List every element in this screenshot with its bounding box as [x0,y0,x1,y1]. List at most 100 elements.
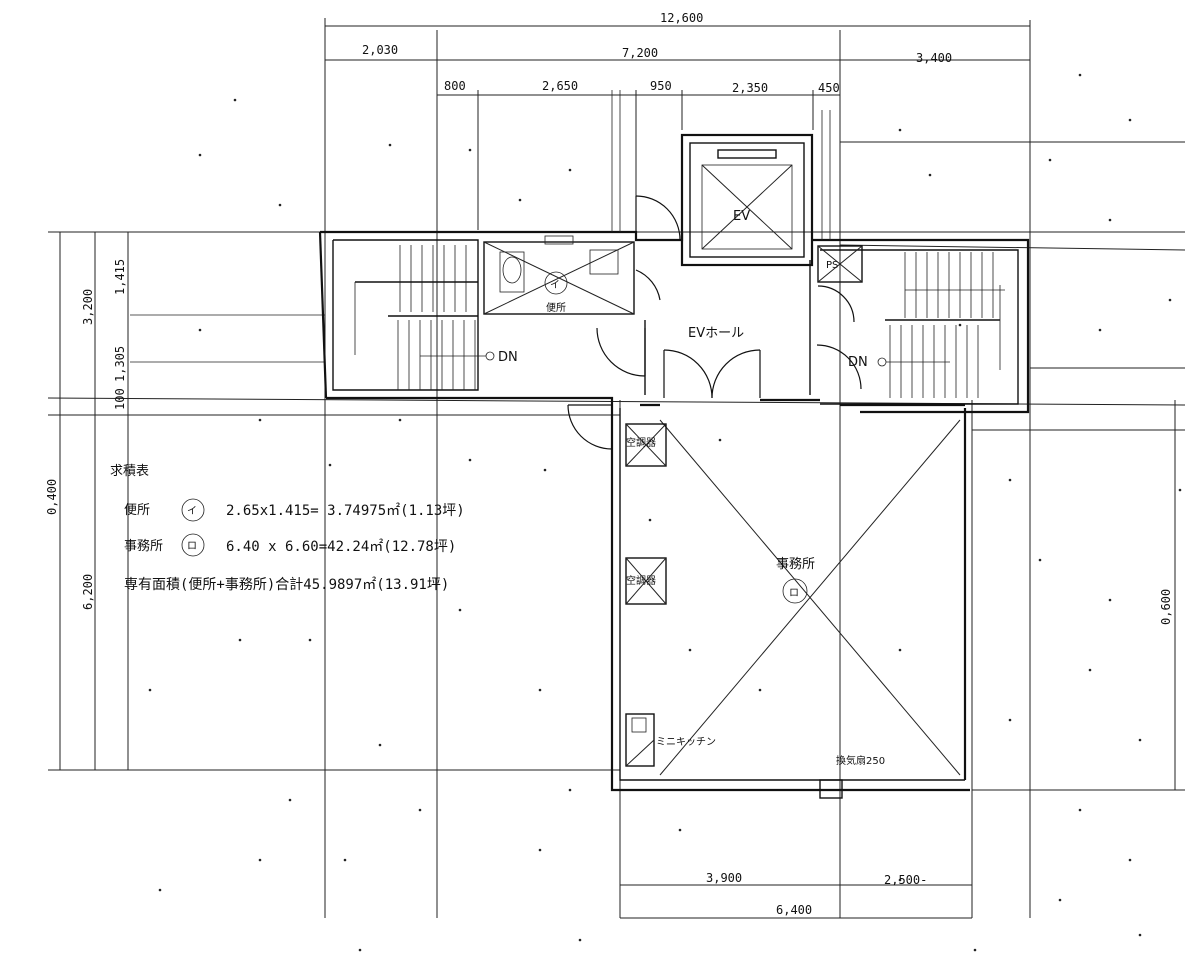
doors [567,195,862,450]
dim-right-total: 0,600 [1159,589,1173,625]
kitchen-label: ミニキッチン [656,736,716,748]
scan-specks [148,73,1182,952]
dim-left-inner-b: 1,305 [113,346,127,382]
ps-mid-label: 空調器 [626,574,656,587]
toilet-mark-circle [544,271,568,295]
scan-speck [198,328,202,332]
area-row2-mark-circle [181,533,205,557]
stair-right-dn-marker [877,357,887,367]
dim-row2-e: 450 [818,81,840,95]
room-labels: EV EVホール DN DN イ 便所 事務所 ロ 空調器 空調器 PS ミニキ… [420,209,950,767]
scan-speck [1138,933,1142,937]
scan-speck [158,888,162,892]
scan-speck [468,458,472,462]
scan-speck [518,198,522,202]
ps-right-label: PS [826,260,838,271]
scan-speck [258,418,262,422]
scan-speck [468,148,472,152]
scan-speck [343,858,347,862]
scan-speck [1038,558,1042,562]
vent-label: 換気扇250 [836,754,885,767]
scan-speck [973,948,977,952]
dim-left-inner-a: 1,415 [113,259,127,295]
scan-speck [538,688,542,692]
scan-speck [148,688,152,692]
scan-speck [1128,858,1132,862]
office-mark-circle [782,578,808,604]
scan-speck [1008,718,1012,722]
scan-speck [1168,298,1172,302]
toilet-label: 便所 [546,301,566,314]
scan-speck [678,828,682,832]
scan-speck [388,143,392,147]
grid-lines [47,18,1186,919]
area-total: 専有面積(便所+事務所)合計45.9897㎡(13.91坪) [124,577,449,593]
area-row1-name: 便所 [124,503,150,518]
ps-top-label: 空調器 [626,436,656,449]
scan-speck [568,168,572,172]
scan-speck [1108,218,1112,222]
area-row1-formula: 2.65x1.415= 3.74975㎡(1.13坪) [226,503,465,519]
scan-speck [898,648,902,652]
scan-speck [1098,328,1102,332]
scan-speck [278,203,282,207]
office-label: 事務所 [776,557,815,572]
area-row2-formula: 6.40 x 6.60=42.24㎡(12.78坪) [226,539,456,555]
scan-speck [1128,118,1132,122]
dim-bottom-a: 3,900 [706,871,742,885]
scan-speck [1088,668,1092,672]
room-ev-label: EV [733,209,750,224]
dim-left-outer-mid: 0,400 [45,479,59,515]
stair-right [885,252,1005,398]
scan-speck [1058,898,1062,902]
scan-speck [458,608,462,612]
scan-speck [308,638,312,642]
scan-speck [1008,478,1012,482]
dim-left-outer-bottom: 6,200 [81,574,95,610]
scan-speck [198,153,202,157]
scan-speck [898,128,902,132]
building-walls [318,90,1030,799]
dim-left-outer-top: 3,200 [81,289,95,325]
stair-left-dn-label: DN [498,350,518,365]
office-mark: ロ [789,588,799,599]
dim-top-left: 2,030 [362,43,398,57]
scan-speck [538,848,542,852]
scan-speck [1138,738,1142,742]
scan-speck [398,418,402,422]
dim-row2-a: 800 [444,79,466,93]
dim-left-inner-c: 100 [113,388,127,410]
dimension-labels: 12,600 2,030 7,200 3,400 800 2,650 950 2… [45,11,1173,917]
toilet-mark: イ [550,280,560,291]
dim-top-total: 12,600 [660,11,703,25]
dim-row2-c: 950 [650,79,672,93]
scan-speck [358,948,362,952]
scan-speck [288,798,292,802]
scan-speck [1078,73,1082,77]
area-table: 求積表 便所 イ 2.65x1.415= 3.74975㎡(1.13坪) 事務所… [110,464,465,593]
area-table-heading: 求積表 [110,464,149,479]
stair-right-dn-label: DN [848,355,868,370]
scan-speck [233,98,237,102]
scan-speck [328,463,332,467]
dim-bottom-total: 6,400 [776,903,812,917]
dim-top-mid: 7,200 [622,46,658,60]
scan-speck [958,323,962,327]
scan-speck [578,938,582,942]
area-row2-mark: ロ [187,541,197,552]
area-row1-mark: イ [187,506,197,517]
scan-speck [898,878,902,882]
scan-speck [1108,598,1112,602]
stair-left-dn-marker [485,351,495,361]
scan-speck [688,648,692,652]
scan-speck [1048,158,1052,162]
area-row2-name: 事務所 [124,539,163,554]
scan-speck [543,468,547,472]
scan-speck [238,638,242,642]
scan-speck [568,788,572,792]
dim-row2-b: 2,650 [542,79,578,93]
stair-left [354,245,478,390]
scan-speck [1178,488,1182,492]
dim-bottom-b: 2,500- [884,873,927,887]
